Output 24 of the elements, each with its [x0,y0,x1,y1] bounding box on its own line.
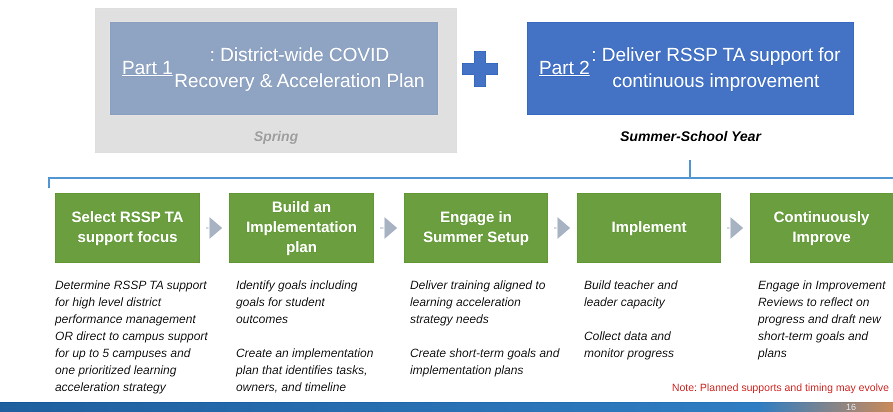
phase-panel [95,8,457,153]
step-description: Build teacher and leader capacity [584,277,679,311]
timeframe-label: Summer-School Year [619,128,762,144]
step-box: Implement [577,193,721,263]
page-number: 16 [846,402,856,412]
step-box: Select RSSP TA support focus [55,193,200,263]
part-box: Part 2: Deliver RSSP TA support for continuous improvement [527,22,854,115]
phase-label: Spring [252,128,300,144]
part-box: Part 1: District-wide COVID Recovery & Acceleration Plan [110,22,438,115]
chevron-arrow [726,216,744,240]
step-description: Deliver training aligned to learning acceleration strategy needs [410,277,546,328]
step-box: Continuously Improve [750,193,893,263]
step-box: Engage in Summer Setup [404,193,548,263]
step-description: Collect data and monitor progress [584,328,676,362]
step-description: Determine RSSP TA support for high level district performance management OR direct to campus support for up to 5 campuses and one prioritized learning acceleration strategy [55,277,209,396]
step-description: Identify goals including goals for student outcomes [236,277,358,328]
step-description: Engage in Improvement Reviews to reflect on progress and draft new short-term goals and plans [758,277,886,362]
chevron-arrow [380,216,398,240]
step-description: Create an implementation plan that identifies tasks, owners, and timeline [236,345,374,396]
step-box: Build an Implementation plan [229,193,374,263]
chevron-arrow [554,216,572,240]
chevron-arrow [206,216,224,240]
step-description: Create short-term goals and implementation plans [410,345,560,379]
note: Note: Planned supports and timing may evolve [672,382,889,394]
